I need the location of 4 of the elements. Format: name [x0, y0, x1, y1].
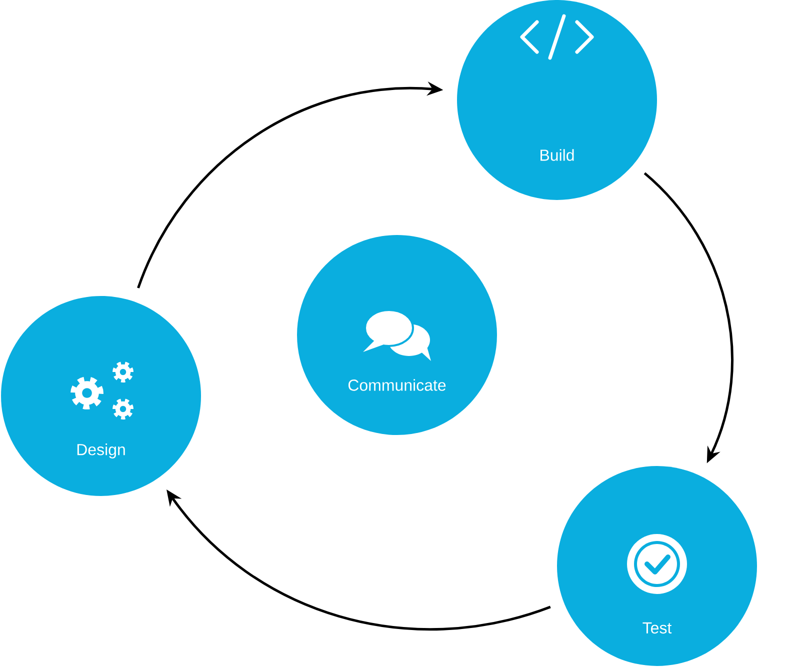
node-label: Design	[77, 444, 125, 458]
node-label: Communicate	[348, 379, 446, 391]
node-label: Build	[540, 149, 574, 161]
node-label: Test	[642, 622, 672, 634]
